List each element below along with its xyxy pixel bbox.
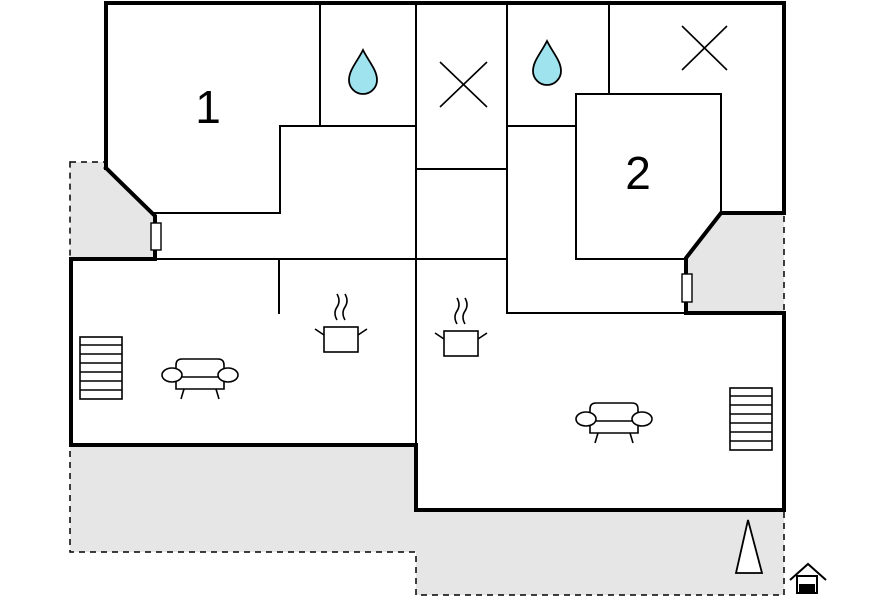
- north-arrow-icon: [734, 519, 764, 574]
- x-mark-icon: [439, 61, 488, 108]
- house-entrance-icon: [789, 562, 827, 594]
- room-label-2: 2: [625, 147, 651, 199]
- stairs-icon: [79, 336, 123, 400]
- terrace-areas: [69, 161, 785, 596]
- water-drop-icon: [348, 47, 378, 95]
- outer-walls: [69, 1, 786, 512]
- terrace-bottom: [69, 444, 785, 596]
- water-drop-icon: [532, 38, 562, 86]
- x-mark-icon: [681, 25, 728, 71]
- door-icon: [681, 273, 693, 303]
- room-label-1: 1: [195, 81, 221, 133]
- terrace-right: [685, 212, 785, 314]
- cooking-pot-icon: [314, 293, 368, 353]
- stairs-icon: [729, 387, 773, 451]
- cooking-pot-icon: [434, 297, 488, 357]
- sofa-icon: [161, 358, 239, 400]
- sofa-icon: [575, 402, 653, 444]
- door-icon: [150, 222, 162, 251]
- interior-walls: [154, 2, 722, 446]
